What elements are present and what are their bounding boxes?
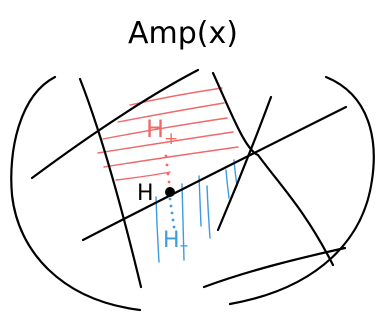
line-2 bbox=[81, 105, 348, 242]
line-5 bbox=[216, 95, 273, 232]
upper-halfspace-hatching bbox=[97, 87, 239, 181]
outer-boundary bbox=[10, 75, 142, 312]
region-lines bbox=[10, 68, 375, 312]
line-6 bbox=[202, 246, 347, 289]
line-4 bbox=[211, 71, 335, 267]
point-h-dot bbox=[165, 187, 175, 197]
diagram-title: Amp(x) bbox=[128, 16, 238, 51]
line-1 bbox=[30, 68, 200, 180]
upper-dots bbox=[164, 154, 171, 184]
lower-dots bbox=[168, 197, 176, 229]
point-h-label: H bbox=[137, 181, 154, 206]
line-3 bbox=[78, 77, 143, 289]
lower-halfspace-label: H– bbox=[163, 228, 189, 256]
outer-boundary-right bbox=[228, 75, 375, 306]
upper-halfspace-label: H+ bbox=[146, 115, 178, 149]
